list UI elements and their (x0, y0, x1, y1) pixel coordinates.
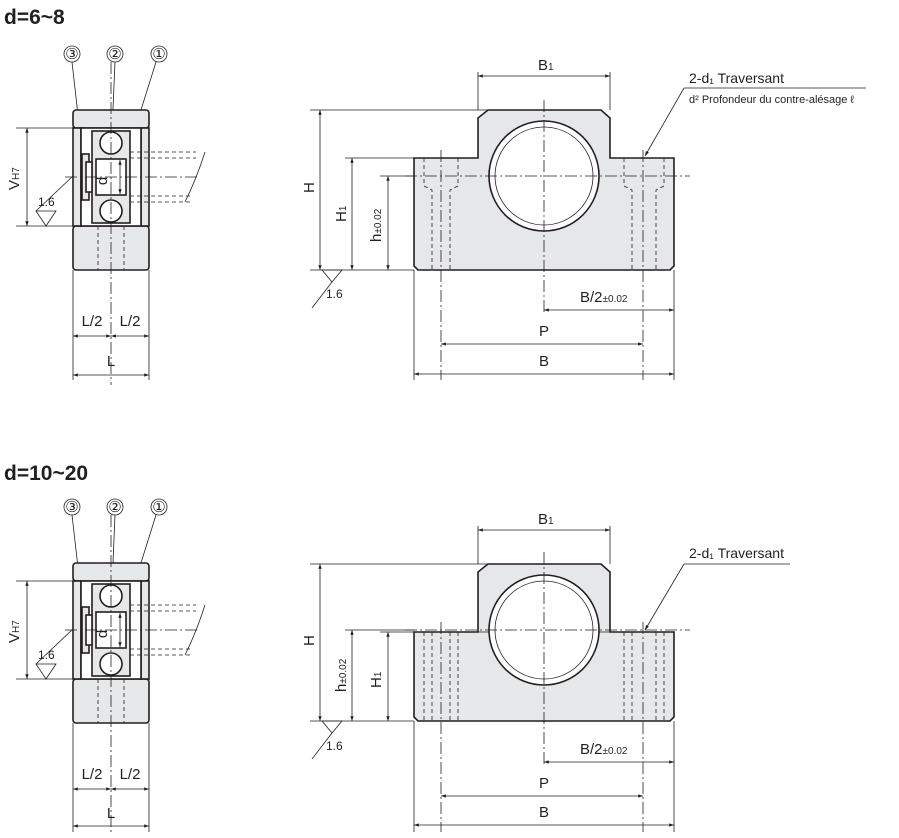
svg-text:d: d (94, 630, 111, 638)
roughness-symbol: 1.6 (311, 269, 343, 309)
section-title: d=10~20 (4, 462, 88, 485)
h-tol-label: h±0.02 (333, 658, 350, 692)
h1-label: H1 (333, 205, 350, 222)
svg-text:①: ① (152, 499, 165, 516)
svg-text:L: L (107, 353, 115, 370)
svg-text:L: L (107, 805, 115, 822)
hole-note: 2-d₁ Traversant (689, 545, 784, 561)
svg-text:d: d (94, 177, 111, 185)
svg-text:②: ② (108, 499, 121, 516)
b-half-label: B/2±0.02 (580, 289, 628, 306)
svg-text:1.6: 1.6 (326, 287, 343, 301)
through-hole-right (623, 158, 665, 270)
h-tol-label: h±0.02 (368, 208, 385, 242)
section-d6-8: d=6~8 ③ ② ① (4, 6, 866, 385)
svg-text:L/2: L/2 (82, 313, 103, 330)
through-hole-left (423, 632, 459, 721)
svg-text:1.6: 1.6 (38, 195, 55, 209)
svg-text:L/2: L/2 (82, 766, 103, 783)
b-half-label: B/2±0.02 (580, 741, 628, 758)
side-view: ③ ② ① (6, 498, 206, 832)
svg-text:③: ③ (65, 46, 78, 63)
v-h7-label: VH7 (6, 167, 23, 190)
section-d10-20: d=10~20 ③ ② ① (4, 462, 790, 832)
svg-text:1.6: 1.6 (38, 648, 55, 662)
h1-label: H1 (368, 671, 385, 688)
svg-text:B: B (539, 804, 549, 821)
svg-text:1.6: 1.6 (326, 739, 343, 753)
roughness-symbol: 1.6 (35, 175, 74, 227)
svg-text:B: B (539, 353, 549, 370)
b1-label: B1 (538, 57, 554, 74)
svg-text:H: H (301, 635, 318, 646)
svg-text:P: P (539, 323, 549, 340)
through-hole-right (623, 632, 665, 721)
v-h7-label: VH7 (6, 620, 23, 643)
front-view: B1 H h±0.02 H1 1.6 B/2±0.02 P (301, 511, 790, 832)
section-title: d=6~8 (4, 6, 65, 29)
through-hole-left (423, 158, 459, 270)
svg-text:①: ① (152, 46, 165, 63)
b1-label: B1 (538, 511, 554, 528)
hole-note: 2-d₁ Traversant (689, 70, 784, 86)
svg-text:②: ② (108, 46, 121, 63)
part-balloon-1: ① (139, 498, 168, 567)
roughness-symbol: 1.6 (311, 720, 343, 760)
svg-text:H: H (301, 182, 318, 193)
svg-text:L/2: L/2 (120, 766, 141, 783)
svg-text:L/2: L/2 (120, 313, 141, 330)
roughness-symbol: 1.6 (35, 628, 74, 680)
svg-text:③: ③ (65, 499, 78, 516)
front-view: B1 H H1 h±0.02 1.6 B/2±0.02 P (301, 57, 866, 380)
counterbore-note: d² Profondeur du contre-alésage ℓ (689, 94, 854, 106)
side-view: ③ ② ① (6, 45, 206, 385)
svg-text:P: P (539, 775, 549, 792)
part-balloon-1: ① (139, 45, 168, 114)
